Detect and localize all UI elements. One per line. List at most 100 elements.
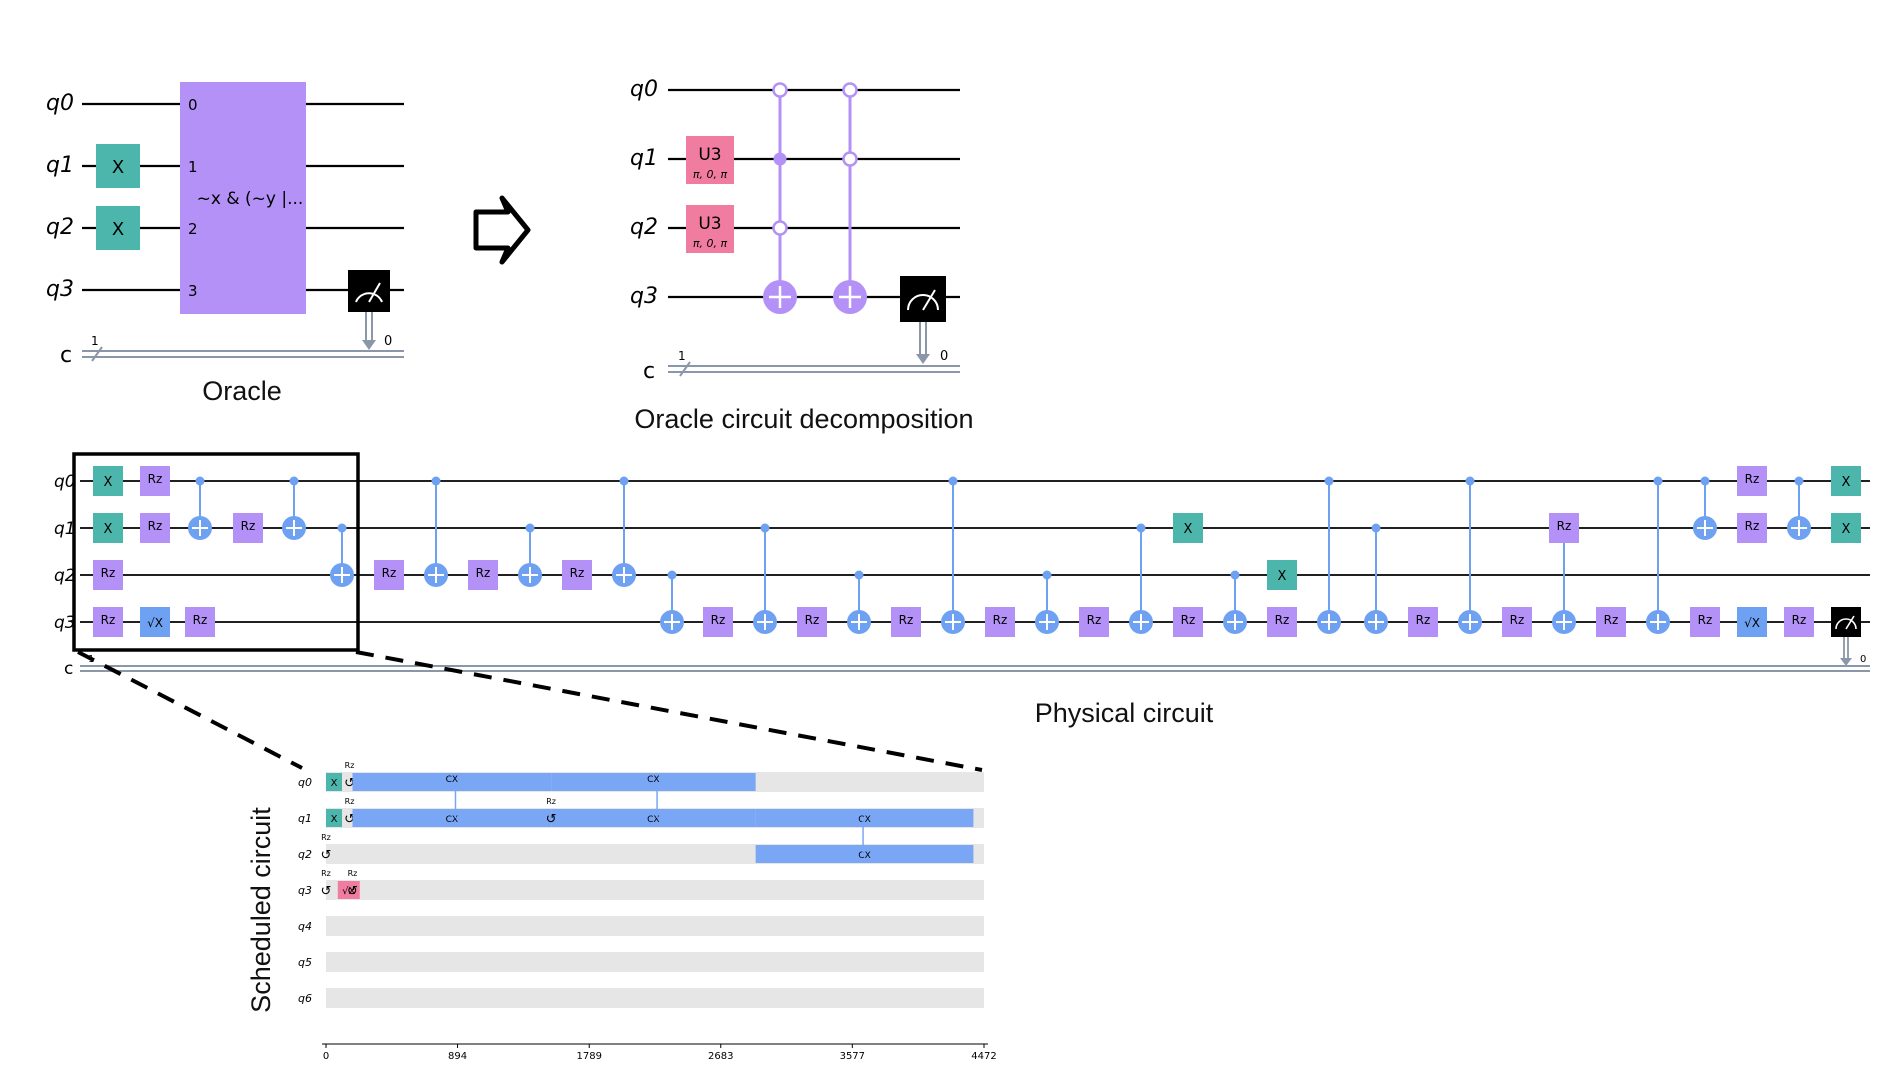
physical-circuit: q0 q1 q2 q3 c 1 XRzXRzRzRzRz√XRzRzRzRzRz…: [54, 452, 1870, 728]
schedule-rz-label: Rz: [321, 869, 331, 878]
measure-icon: [907, 294, 939, 311]
rz-gate: [1737, 466, 1767, 496]
control-dot-icon: [1042, 570, 1052, 580]
rz-gate-label: Rz: [101, 566, 116, 580]
schedule-cx-bar: [352, 809, 552, 827]
measure-arrow-icon: [916, 354, 930, 364]
rz-gate-label: Rz: [805, 613, 820, 627]
x-gate: [1267, 560, 1297, 590]
schedule-cx-label: CX: [446, 815, 458, 825]
schedule-rz-label: Rz: [321, 833, 331, 842]
control-dot-icon: [1700, 476, 1710, 486]
schedule-rz-label: Rz: [345, 797, 355, 806]
schedule-rz-label: Rz: [348, 869, 358, 878]
schedule-cx-label: CX: [858, 851, 870, 861]
sched-qubit-label: q2: [298, 848, 312, 861]
rz-gate-label: Rz: [101, 613, 116, 627]
rz-gate: [985, 607, 1015, 637]
rz-gate: [1596, 607, 1626, 637]
x-gate-label: X: [104, 522, 113, 537]
oracle-port: 3: [188, 282, 198, 300]
x-gate-label: X: [1184, 522, 1193, 537]
oracle-qubit-label: q2: [46, 215, 74, 240]
schedule-x-gate: [326, 773, 342, 791]
decomposition-circuit: q0 q1 q2 q3 c 1 U3 π, 0, π U3 π, 0, π: [630, 77, 974, 434]
oracle-caption: Oracle: [202, 376, 282, 406]
control-dot-icon: [1230, 570, 1240, 580]
rz-gate: [468, 560, 498, 590]
rz-gate: [185, 607, 215, 637]
rz-gate-label: Rz: [570, 566, 585, 580]
rz-gate: [1502, 607, 1532, 637]
sched-qubit-label: q1: [298, 812, 312, 825]
schedule-x-gate-label: X: [331, 778, 338, 789]
control-dot-icon: [1136, 523, 1146, 533]
decomp-u3-gate: [686, 136, 734, 184]
decomp-qubit-label: q1: [630, 146, 658, 171]
rz-gate-label: Rz: [1181, 613, 1196, 627]
rz-gate-label: Rz: [148, 519, 163, 533]
x-gate: [1831, 513, 1861, 543]
rz-gate-label: Rz: [1604, 613, 1619, 627]
rz-gate-label: Rz: [193, 613, 208, 627]
rz-gate-label: Rz: [711, 613, 726, 627]
sched-qubit-label: q4: [298, 920, 312, 933]
measure-gate: [1831, 607, 1861, 637]
oracle-gate-label: ~x & (~y |...: [197, 189, 304, 209]
oracle-x-gate: [96, 206, 140, 250]
schedule-cx-label: CX: [858, 815, 870, 825]
decomp-qubit-label: q3: [630, 284, 658, 309]
schedule-track: [326, 916, 984, 936]
rz-gate-label: Rz: [1557, 519, 1572, 533]
decomp-u3-label: U3: [698, 145, 721, 165]
zoom-line: [77, 650, 303, 770]
measure-icon: [1835, 618, 1857, 630]
control-dot-icon: [1465, 476, 1475, 486]
schedule-rz-label: Rz: [345, 761, 355, 770]
schedule-tick-label: 3577: [840, 1051, 865, 1060]
control-dot-icon: [195, 476, 205, 486]
rz-rotate-icon: ↺: [344, 776, 355, 791]
schedule-sx-gate: [337, 881, 360, 899]
oracle-x-gate-label: X: [112, 157, 124, 178]
x-gate-label: X: [1278, 569, 1287, 584]
rz-gate-label: Rz: [1275, 613, 1290, 627]
rz-rotate-icon: ↺: [321, 848, 332, 863]
rz-rotate-icon: ↺: [347, 884, 358, 899]
schedule-track: [326, 952, 984, 972]
oracle-creg-size: 1: [91, 334, 99, 348]
schedule-cx-bar: [352, 773, 552, 791]
oracle-qubit-label: q0: [46, 91, 74, 116]
rz-rotate-icon: ↺: [344, 812, 355, 827]
rz-gate-label: Rz: [382, 566, 397, 580]
rz-gate: [797, 607, 827, 637]
measure-arrow-icon: [1840, 658, 1852, 666]
control-open-icon: [842, 82, 858, 98]
control-dot-icon: [760, 523, 770, 533]
control-dot-icon: [1794, 476, 1804, 486]
schedule-track: [326, 880, 984, 900]
phys-qubit-label: q3: [54, 613, 76, 633]
control-dot-icon: [289, 476, 299, 486]
oracle-measure-gate: [348, 270, 390, 312]
decomp-u3-label: U3: [698, 214, 721, 234]
rz-gate: [1737, 513, 1767, 543]
rz-gate: [93, 607, 123, 637]
rz-gate: [1784, 607, 1814, 637]
oracle-qubit-label: q1: [46, 153, 74, 178]
rz-gate-label: Rz: [1792, 613, 1807, 627]
rz-rotate-icon: ↺: [321, 884, 332, 899]
rz-gate: [140, 466, 170, 496]
schedule-tick-label: 0: [323, 1051, 329, 1060]
measure-needle-icon: [368, 282, 381, 303]
rz-rotate-icon: ↺: [546, 812, 557, 827]
schedule-cx-bar: [551, 773, 756, 791]
rz-gate-label: Rz: [241, 519, 256, 533]
control-open-icon: [772, 220, 788, 236]
control-dot-icon: [1324, 476, 1334, 486]
schedule-cx-bar: [551, 809, 756, 827]
x-gate: [1173, 513, 1203, 543]
